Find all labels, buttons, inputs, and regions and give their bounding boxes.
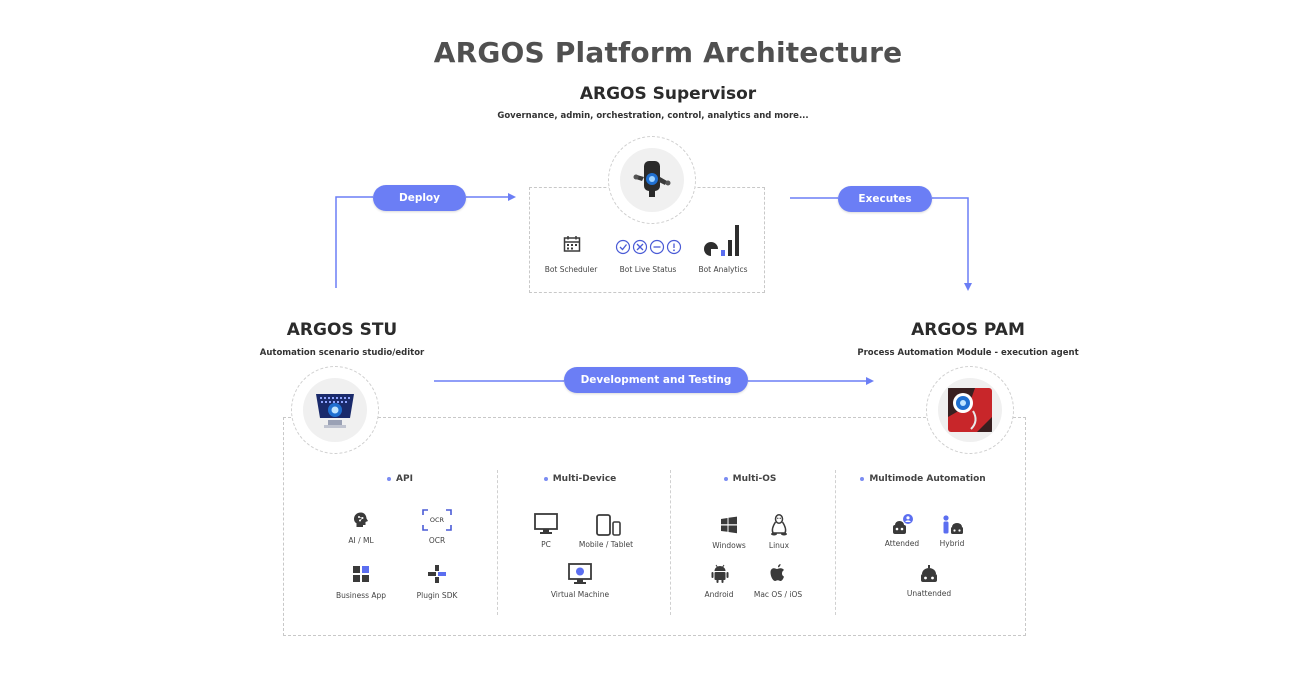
pam-logo-icon — [938, 378, 1002, 442]
windows-icon — [718, 514, 740, 536]
supervisor-robot-icon — [620, 148, 684, 212]
pc-label: PC — [541, 540, 551, 549]
stu-subtitle: Automation scenario studio/editor — [259, 348, 425, 358]
mobile-tablet-label: Mobile / Tablet — [578, 540, 634, 549]
category-multi-device: Multi-Device — [530, 474, 630, 484]
attended-icon — [890, 512, 916, 536]
category-multi-os-label: Multi-OS — [732, 474, 777, 484]
android-icon — [709, 563, 731, 585]
stu-title: ARGOS STU — [286, 320, 398, 340]
virtual-machine-label: Virtual Machine — [550, 590, 610, 599]
deploy-pill: Deploy — [373, 185, 466, 211]
linux-label: Linux — [768, 541, 790, 550]
mobile-tablet-icon — [594, 513, 622, 537]
column-divider — [670, 470, 671, 615]
apps-grid-icon — [350, 563, 372, 585]
column-divider — [497, 470, 498, 615]
bot-scheduler-label: Bot Scheduler — [544, 265, 598, 274]
unattended-icon — [917, 563, 941, 585]
category-api: API — [350, 474, 450, 484]
column-divider — [835, 470, 836, 615]
bot-analytics-label: Bot Analytics — [698, 265, 748, 274]
bullet-dot — [723, 476, 728, 481]
apple-icon — [767, 562, 789, 584]
hybrid-icon — [940, 513, 966, 537]
supervisor-subtitle: Governance, admin, orchestration, contro… — [497, 111, 809, 121]
stu-screen-icon — [303, 378, 367, 442]
brain-icon — [350, 509, 372, 531]
mac-ios-label: Mac OS / iOS — [753, 590, 803, 599]
analytics-icon — [701, 222, 745, 258]
status-icons — [612, 237, 684, 257]
ai-ml-label: AI / ML — [348, 536, 374, 545]
diagram-title: ARGOS Platform Architecture — [433, 36, 903, 69]
executes-pill: Executes — [838, 186, 932, 212]
plugin-sdk-label: Plugin SDK — [416, 591, 458, 600]
attended-label: Attended — [884, 539, 920, 548]
bot-live-status-label: Bot Live Status — [619, 265, 677, 274]
supervisor-logo-circle — [608, 136, 696, 224]
linux-icon — [768, 513, 790, 537]
business-app-label: Business App — [335, 591, 387, 600]
pam-title: ARGOS PAM — [911, 320, 1025, 340]
pam-subtitle: Process Automation Module - execution ag… — [857, 348, 1079, 358]
category-multimode-label: Multimode Automation — [869, 474, 986, 484]
dev-testing-pill: Development and Testing — [564, 367, 748, 393]
plugin-icon — [426, 563, 448, 585]
pam-logo-circle — [926, 366, 1014, 454]
stu-logo-circle — [291, 366, 379, 454]
supervisor-title: ARGOS Supervisor — [579, 84, 757, 104]
android-label: Android — [704, 590, 734, 599]
category-api-label: API — [396, 474, 413, 484]
ocr-icon-text: OCR — [429, 516, 445, 524]
virtual-machine-icon — [567, 562, 593, 586]
bullet-dot — [543, 476, 548, 481]
category-multi-device-label: Multi-Device — [552, 474, 617, 484]
windows-label: Windows — [712, 541, 746, 550]
ocr-icon — [422, 508, 452, 532]
ocr-label: OCR — [428, 536, 446, 545]
category-multimode: Multimode Automation — [858, 474, 988, 484]
bullet-dot — [860, 476, 865, 481]
calendar-icon — [554, 233, 590, 255]
bullet-dot — [387, 476, 392, 481]
unattended-label: Unattended — [906, 589, 952, 598]
monitor-icon — [533, 512, 559, 536]
category-multi-os: Multi-OS — [700, 474, 800, 484]
hybrid-label: Hybrid — [939, 539, 965, 548]
capabilities-box — [283, 417, 1026, 636]
